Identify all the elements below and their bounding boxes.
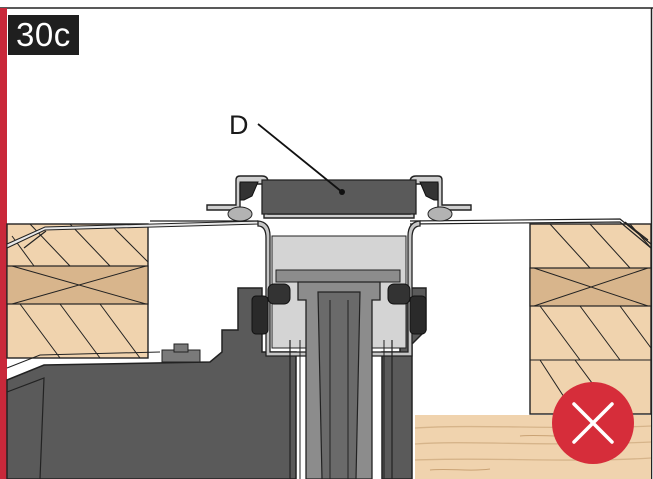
left-timber-block <box>6 223 149 359</box>
accent-bar <box>0 8 7 479</box>
inner-pipe <box>289 281 393 479</box>
seal-rings <box>251 283 427 335</box>
callout-leader <box>257 123 343 193</box>
callout-label-d: D <box>229 110 249 140</box>
cross-icon <box>552 382 634 464</box>
step-badge: 30c <box>8 15 79 55</box>
grate-part-d <box>206 175 472 222</box>
drain-body <box>6 287 297 479</box>
